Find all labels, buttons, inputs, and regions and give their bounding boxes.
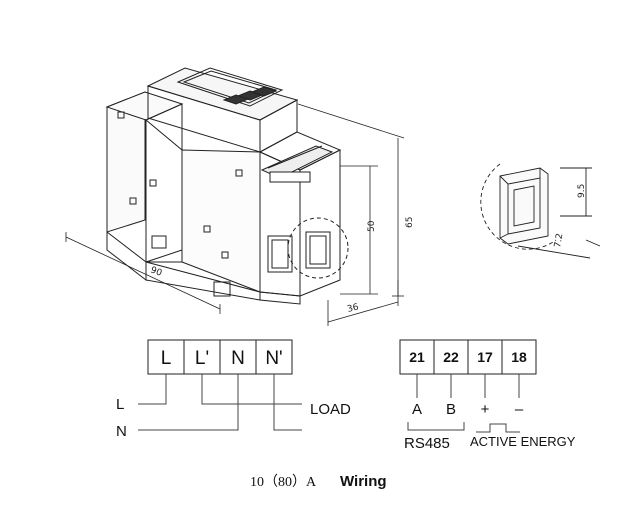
signal-terminal-block: 21 22 17 18 A B + – RS485 ACTIVE ENERGY xyxy=(399,339,576,452)
dimension-depth-label: 36 xyxy=(346,302,360,315)
rs485-label: RS485 xyxy=(404,435,450,452)
dimension-lines xyxy=(65,103,405,326)
meter-isometric-drawing xyxy=(105,67,349,305)
signal-terminal-18: 18 xyxy=(511,349,527,365)
rs485-b-label: B xyxy=(446,401,456,418)
power-terminal-n: N xyxy=(231,348,245,369)
load-label: LOAD xyxy=(310,401,351,418)
signal-terminal-17: 17 xyxy=(477,349,493,365)
power-terminal-n-prime: N' xyxy=(265,348,282,369)
dimension-width-label: 90 xyxy=(149,265,163,278)
active-energy-label: ACTIVE ENERGY xyxy=(470,434,576,449)
signal-wires xyxy=(407,374,520,433)
terminal-window-detail xyxy=(480,163,601,259)
power-wires xyxy=(138,374,302,431)
power-terminal-l: L xyxy=(161,348,172,369)
neutral-input-label: N xyxy=(116,423,127,440)
rs485-a-label: A xyxy=(412,401,422,418)
pulse-plus-label: + xyxy=(481,401,490,418)
figure-caption: 10（80）A Wiring xyxy=(250,473,387,490)
signal-terminal-21: 21 xyxy=(409,349,425,365)
line-input-label: L xyxy=(116,396,124,413)
detail-height-label: 9.5 xyxy=(577,184,587,198)
power-terminal-l-prime: L' xyxy=(195,348,209,369)
dimension-total-height-label: 65 xyxy=(405,217,415,228)
caption-rating: 10（80）A xyxy=(250,474,317,490)
pulse-minus-label: – xyxy=(515,401,524,418)
caption-wiring: Wiring xyxy=(340,473,387,490)
dimension-body-height-label: 50 xyxy=(367,220,377,232)
signal-terminal-22: 22 xyxy=(443,349,459,365)
power-terminal-block: L L' N N' L N LOAD xyxy=(116,339,351,440)
detail-width-label: 7.2 xyxy=(553,233,565,249)
